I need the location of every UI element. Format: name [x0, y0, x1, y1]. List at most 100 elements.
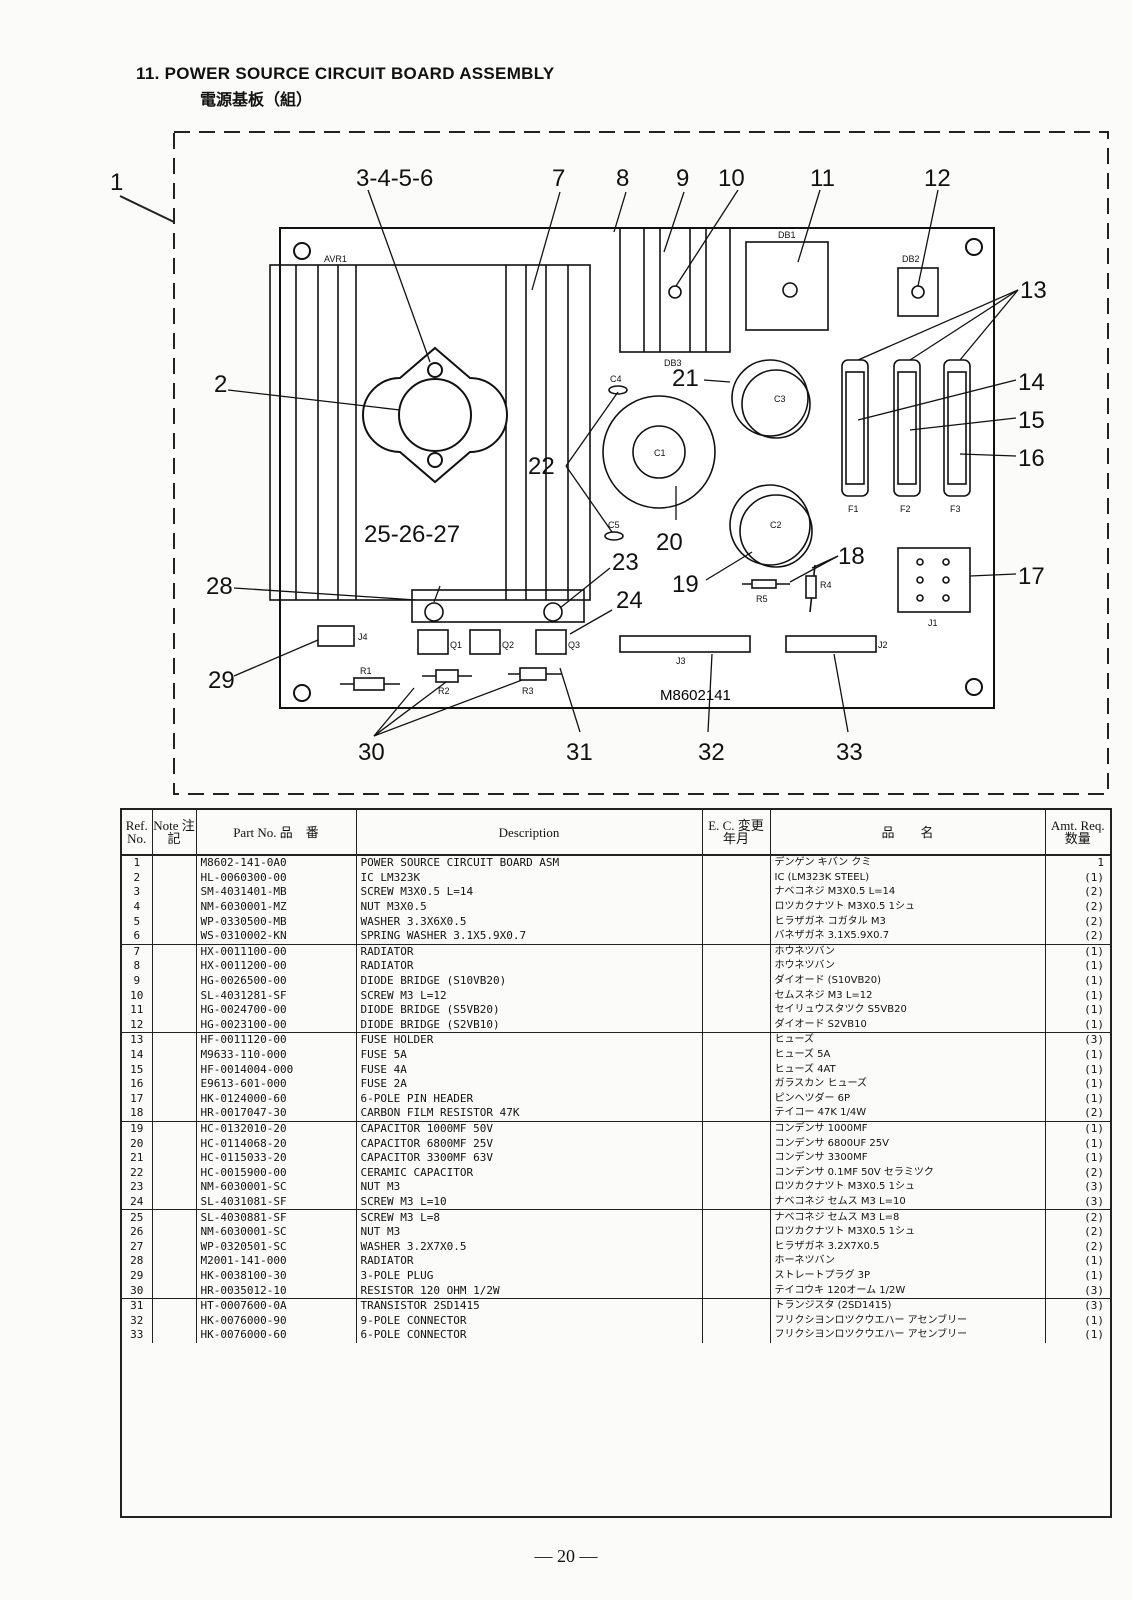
cell-desc: SCREW M3X0.5 L=14 [356, 885, 703, 900]
cell-ec [702, 1165, 771, 1181]
cell-amt: (2) [1084, 1210, 1104, 1224]
callout-16: 16 [1018, 445, 1045, 472]
cell-note [152, 1194, 197, 1211]
cell-jname: テイコウキ 120オーム 1/2W [770, 1283, 1046, 1299]
cell-desc: RADIATOR [356, 959, 703, 974]
cell-amt: (1) [1084, 1077, 1104, 1091]
cell-ref: 11 [122, 1002, 153, 1018]
cell-ref: 16 [122, 1076, 153, 1092]
cell-amt: (1) [1084, 974, 1104, 988]
cell-desc: SPRING WASHER 3.1X5.9X0.7 [356, 928, 703, 945]
cell-amt: (1) [1084, 1254, 1104, 1268]
cell-ref: 5 [122, 914, 153, 929]
cell-jname: ヒラザガネ コガタル M3 [770, 914, 1046, 929]
callout-7: 7 [552, 165, 565, 192]
cell-ec [702, 870, 771, 886]
cell-desc: 6-POLE PIN HEADER [356, 1091, 703, 1107]
parts-list: Ref. No. Note 注記 Part No. 品 番 Descriptio… [120, 808, 1112, 1518]
callout-33: 33 [836, 739, 863, 766]
callout-25-26-27: 25-26-27 [364, 521, 460, 548]
callout-2: 2 [214, 371, 227, 398]
cell-ref: 14 [122, 1047, 153, 1063]
cell-desc: RADIATOR [356, 944, 703, 960]
cell-amt: (1) [1084, 1091, 1104, 1105]
cell-note [152, 1328, 197, 1343]
cell-part: SL-4031281-SF [196, 988, 357, 1003]
exploded-diagram: AVR1 DB1 DB2 DB3 C1 C2 C3 C4 C5 F1 F2 F3… [110, 131, 1109, 795]
cell-jname: コンデンサ 3300MF [770, 1150, 1046, 1166]
cell-amt: (1) [1084, 1121, 1104, 1135]
cell-ec [702, 1224, 771, 1240]
cell-desc: RADIATOR [356, 1254, 703, 1269]
label-r3: R3 [522, 686, 534, 696]
title-japanese: 電源基板（組） [200, 92, 313, 109]
cell-amt: 1 [1097, 856, 1104, 870]
cell-note [152, 1254, 197, 1269]
cell-part: HR-0035012-10 [196, 1283, 357, 1299]
callout-9: 9 [676, 165, 689, 192]
cell-part: SM-4031401-MB [196, 885, 357, 900]
cell-note [152, 1150, 197, 1166]
cell-ref: 10 [122, 988, 153, 1003]
cell-amt: (2) [1084, 1165, 1104, 1179]
cell-part: HK-0076000-90 [196, 1313, 357, 1328]
leader-1 [119, 195, 175, 223]
cell-jname: ロツカクナツト M3X0.5 1シュ [770, 1224, 1046, 1240]
cell-amt: (2) [1084, 914, 1104, 928]
cell-ec [702, 1209, 771, 1225]
cell-amt: (3) [1045, 1283, 1110, 1299]
cell-ec [702, 1298, 771, 1314]
cell-jname: バネザガネ 3.1X5.9X0.7 [770, 928, 1046, 945]
cell-note [152, 1268, 197, 1284]
cell-jname: ホーネツバン [770, 1254, 1046, 1269]
cell-part: HK-0076000-60 [196, 1328, 357, 1343]
cell-note [152, 855, 197, 871]
label-db1: DB1 [778, 230, 796, 240]
cell-part: HF-0011120-00 [196, 1032, 357, 1048]
cell-desc: CERAMIC CAPACITOR [356, 1165, 703, 1181]
cell-desc: DIODE BRIDGE (S2VB10) [356, 1017, 703, 1034]
cell-ref: 2 [122, 870, 153, 886]
cell-amt: (1) [1084, 1313, 1104, 1327]
page-title: 11. POWER SOURCE CIRCUIT BOARD ASSEMBLY … [136, 64, 555, 110]
label-c2: C2 [770, 520, 782, 530]
cell-note [152, 1180, 197, 1195]
cell-part: NM-6030001-SC [196, 1180, 357, 1195]
cell-desc: 9-POLE CONNECTOR [356, 1313, 703, 1328]
cell-ec [702, 1313, 771, 1328]
cell-note [152, 1121, 197, 1137]
cell-amt: (1) [1084, 1003, 1104, 1017]
callout-14: 14 [1018, 369, 1045, 396]
callout-13: 13 [1020, 277, 1047, 304]
cell-amt: (1) [1084, 1062, 1104, 1076]
cell-note [152, 1002, 197, 1018]
cell-part: NM-6030001-SC [196, 1224, 357, 1240]
cell-ref: 6 [122, 928, 153, 945]
cell-jname: ヒューズ 4AT [770, 1062, 1046, 1077]
cell-part: WP-0320501-SC [196, 1239, 357, 1255]
cell-note [152, 1017, 197, 1034]
callout-28: 28 [206, 573, 233, 600]
cell-amt: (1) [1084, 1048, 1104, 1062]
cell-note [152, 899, 197, 915]
cell-desc: RESISTOR 120 OHM 1/2W [356, 1283, 703, 1299]
cell-amt: (3) [1084, 1033, 1104, 1047]
cell-ref: 26 [122, 1224, 153, 1240]
header-japanese-name: 品 名 [770, 810, 1046, 856]
cell-ref: 23 [122, 1180, 153, 1195]
cell-ref: 9 [122, 973, 153, 989]
circuit-board [279, 227, 995, 709]
cell-part: SL-4031081-SF [196, 1194, 357, 1211]
callout-29: 29 [208, 667, 235, 694]
cell-part: E9613-601-000 [196, 1076, 357, 1092]
cell-ec [702, 1254, 771, 1269]
cell-amt: (1) [1084, 1328, 1104, 1342]
cell-desc: TRANSISTOR 2SD1415 [356, 1298, 703, 1314]
